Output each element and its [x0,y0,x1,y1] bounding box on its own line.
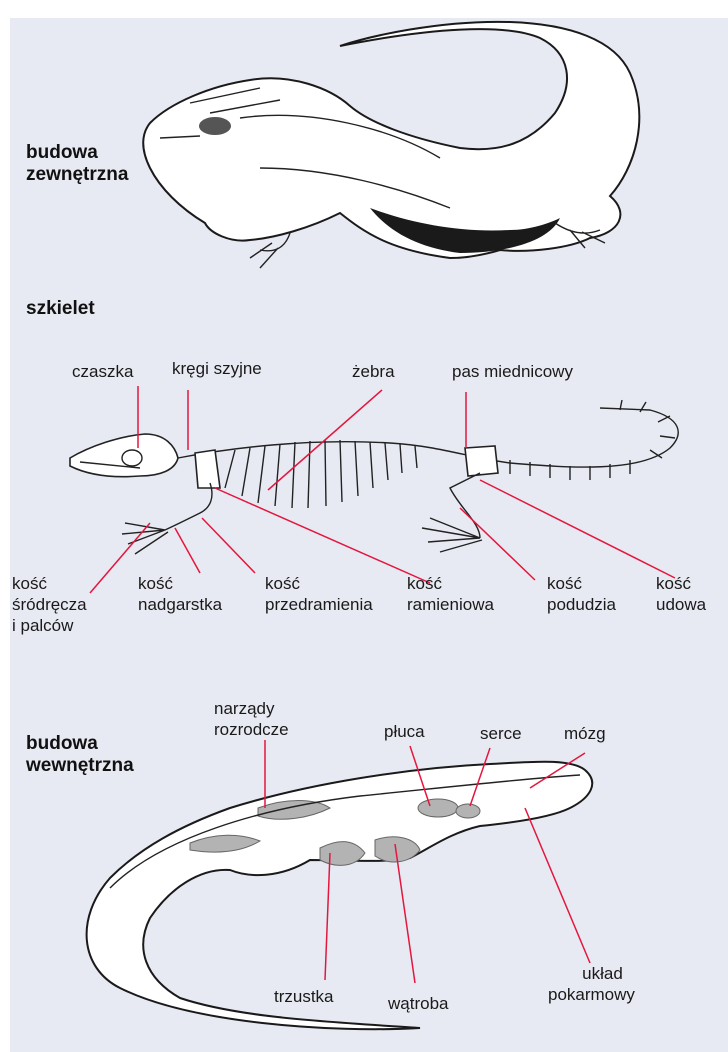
section-title-line: budowa [26,142,128,164]
label-line: kość [265,573,373,594]
label-line: kość [138,573,222,594]
label-serce: serce [480,723,522,744]
lizard-external-drawing [143,22,639,268]
label-line: kość [12,573,87,594]
label-line: podudzia [547,594,616,615]
label-line: i palców [12,615,87,636]
section-title-line: wewnętrzna [26,755,134,777]
label-pluca: płuca [384,721,425,742]
label-line: kość [547,573,616,594]
label-zebra: żebra [352,361,395,382]
label-line: układ [548,963,635,984]
label-line: narządy [214,698,289,719]
label-kosc-nadgarstka: kość nadgarstka [138,573,222,615]
label-kosc-udowa: kość udowa [656,573,706,615]
label-watroba: wątroba [388,993,448,1014]
label-kosc-podudzia: kość podudzia [547,573,616,615]
section-title-skeleton: szkielet [26,298,95,320]
label-line: udowa [656,594,706,615]
label-line: kość [407,573,494,594]
label-line: kość [656,573,706,594]
section-title-internal: budowa wewnętrzna [26,733,134,777]
label-trzustka: trzustka [274,986,334,1007]
label-kregi-szyjne: kręgi szyjne [172,358,262,379]
label-kosc-przedramienia: kość przedramienia [265,573,373,615]
lizard-skeleton-drawing [70,400,678,554]
label-line: przedramienia [265,594,373,615]
label-kosc-ramieniowa: kość ramieniowa [407,573,494,615]
skeleton-leader-lines [90,386,675,593]
diagram-panel: budowa zewnętrzna szkielet budowa wewnęt… [10,18,728,1052]
label-pas-miednicowy: pas miednicowy [452,361,573,382]
label-line: pokarmowy [548,984,635,1005]
label-czaszka: czaszka [72,361,133,382]
label-line: rozrodcze [214,719,289,740]
section-title-line: budowa [26,733,134,755]
section-title-line: zewnętrzna [26,164,128,186]
label-mozg: mózg [564,723,606,744]
label-line: nadgarstka [138,594,222,615]
label-narzady-rozrodcze: narządy rozrodcze [214,698,289,740]
label-line: śródręcza [12,594,87,615]
lizard-internal-drawing [87,762,593,1029]
label-uklad-pokarmowy: układ pokarmowy [548,963,635,1005]
label-line: ramieniowa [407,594,494,615]
section-title-external: budowa zewnętrzna [26,142,128,186]
label-kosc-srodrecza: kość śródręcza i palców [12,573,87,636]
